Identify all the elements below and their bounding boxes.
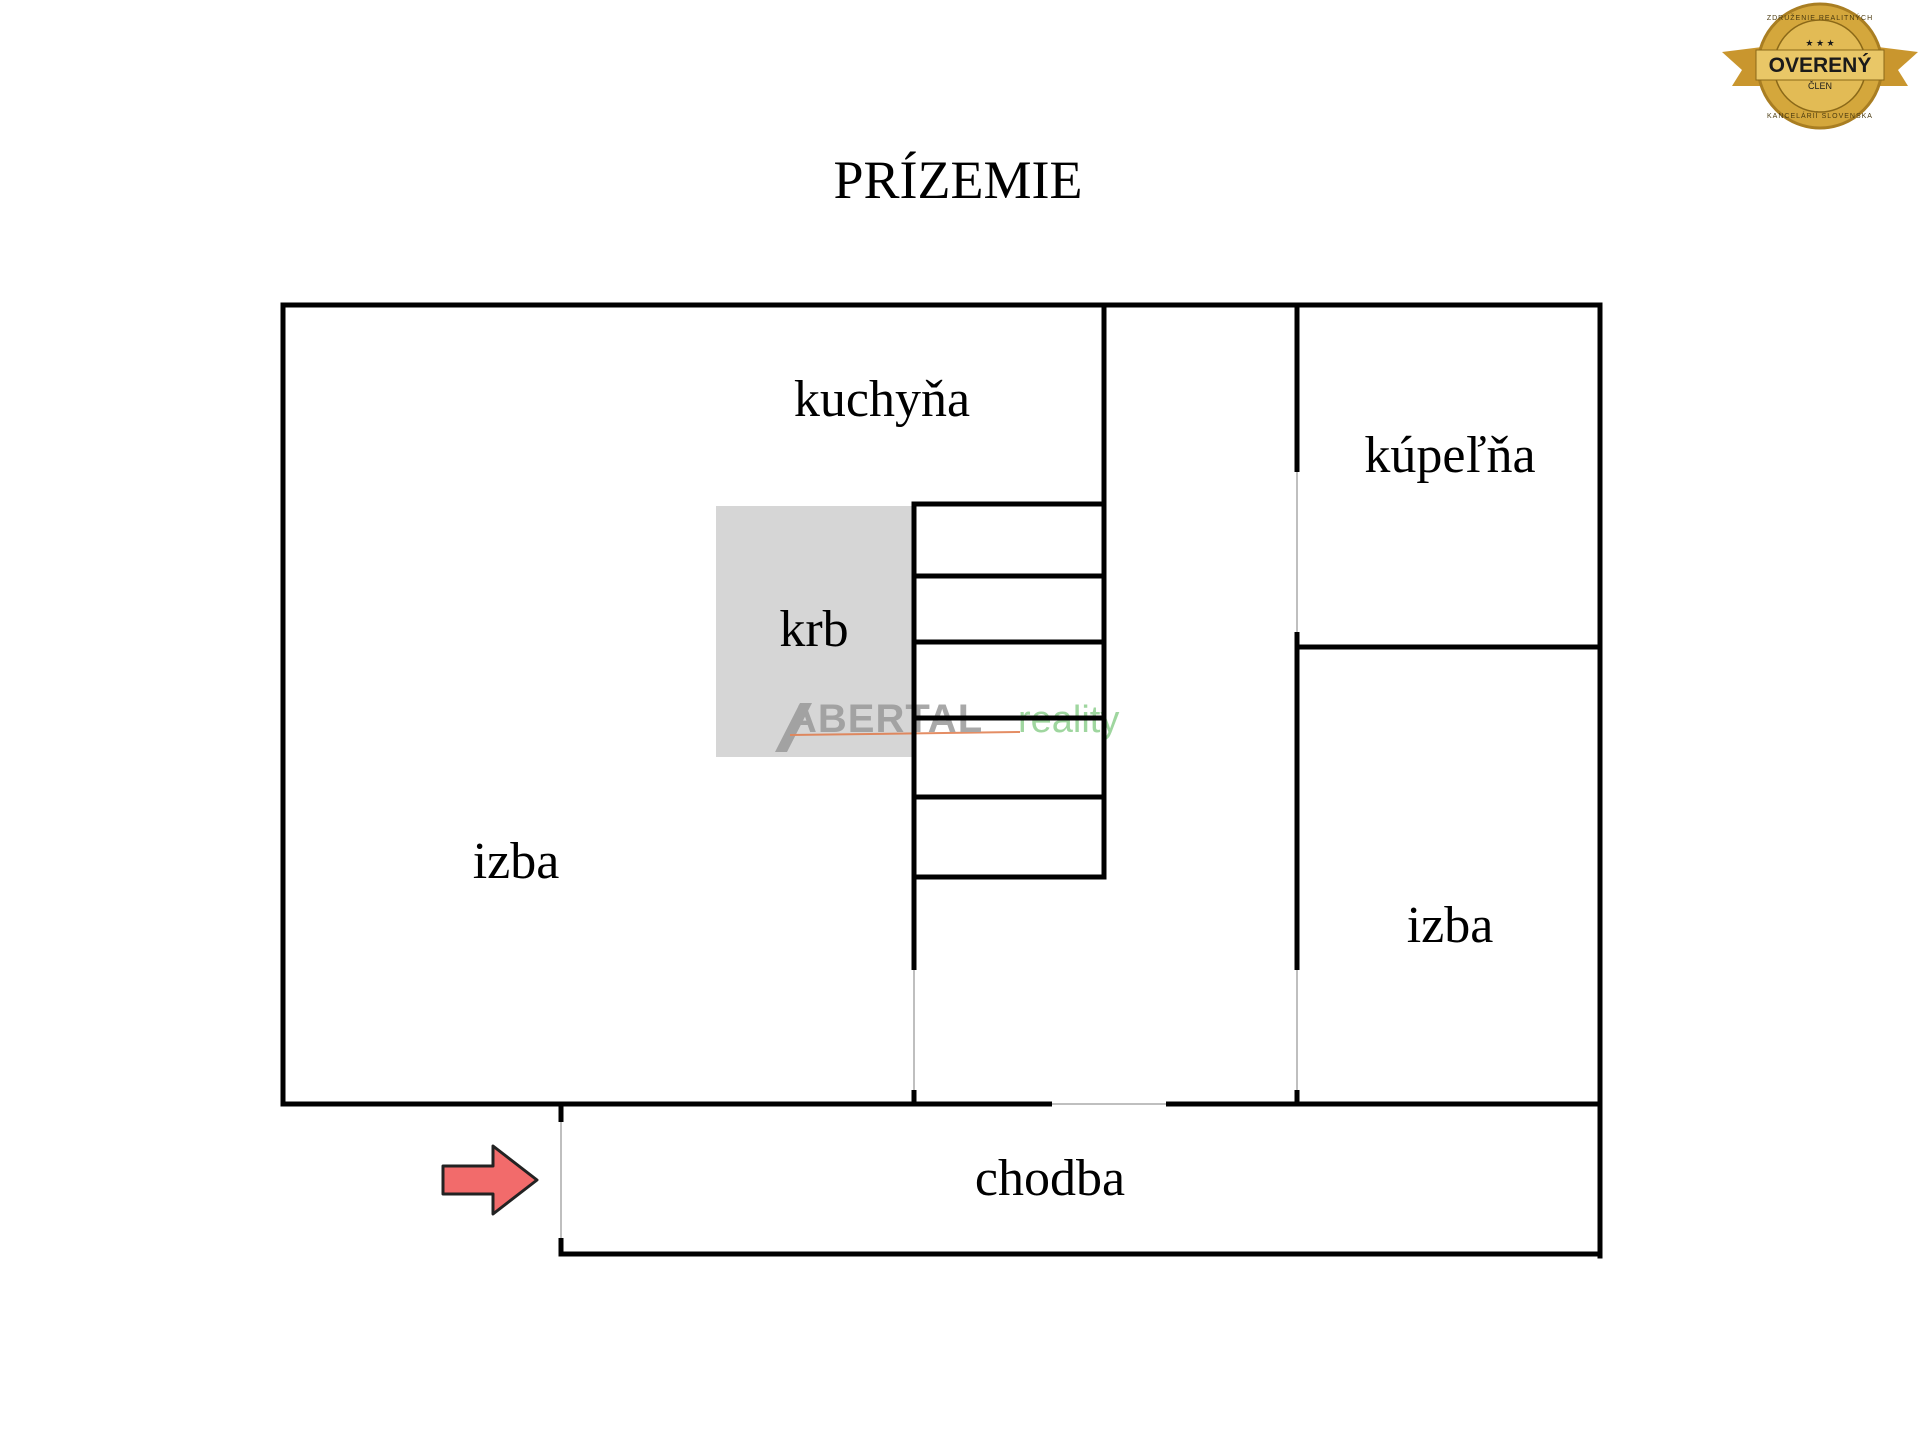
badge-label: OVERENÝ <box>1769 53 1872 77</box>
room-label-bathroom: kúpeľňa <box>1364 427 1535 484</box>
badge-ring-top: ZDRUŽENIE REALITNÝCH <box>1767 13 1873 22</box>
badge-band <box>1755 49 1885 81</box>
badge-sublabel: ČLEN <box>1808 81 1832 91</box>
room-label-room-right: izba <box>1407 897 1494 954</box>
floor-title: PRÍZEMIE <box>834 150 1083 210</box>
room-label-room-left: izba <box>473 833 560 890</box>
room-label-fireplace: krb <box>779 601 848 658</box>
arrow-right-icon <box>441 1144 539 1216</box>
badge-stars: ★ ★ ★ <box>1805 38 1834 48</box>
doors <box>557 472 1301 1238</box>
watermark-underline <box>789 731 1021 736</box>
fireplace-block <box>716 506 914 757</box>
room-label-corridor: chodba <box>975 1150 1125 1207</box>
watermark-a-mark <box>775 703 812 752</box>
verified-member-seal-icon: ZDRUŽENIE REALITNÝCH ★ ★ ★ OVERENÝ ČLEN … <box>1722 2 1918 130</box>
badge-ring-bottom: KANCELÁRIÍ SLOVENSKA <box>1767 111 1873 120</box>
walls <box>280 302 1603 1259</box>
room-label-kitchen: kuchyňa <box>794 371 970 428</box>
